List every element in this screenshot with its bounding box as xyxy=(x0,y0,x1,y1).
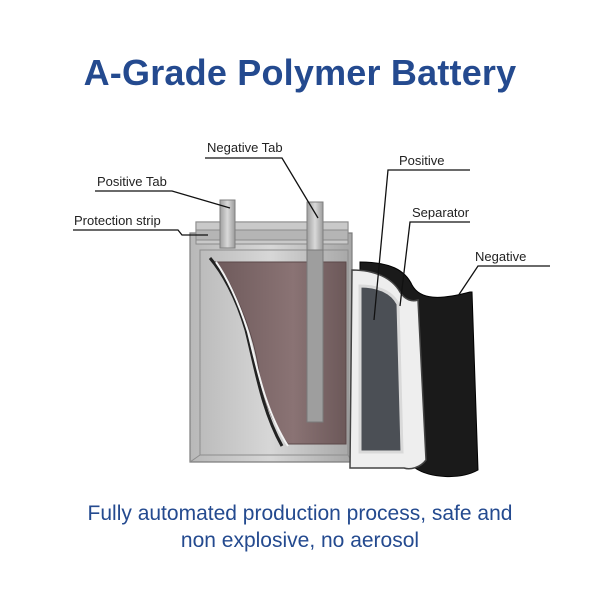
negative-tab xyxy=(306,201,324,423)
caption-line-2: non explosive, no aerosol xyxy=(180,529,420,552)
battery-diagram: Negative Tab Positive Tab Protection str… xyxy=(73,140,550,478)
caption: Fully automated production process, safe… xyxy=(0,500,600,554)
caption-line-1: Fully automated production process, safe… xyxy=(87,502,513,525)
page-title: A-Grade Polymer Battery xyxy=(83,52,517,93)
positive-tab xyxy=(219,199,236,249)
protection-strip xyxy=(195,229,349,241)
label-positive: Positive xyxy=(399,153,445,168)
positive-layer xyxy=(358,284,404,454)
label-negative: Negative xyxy=(475,249,526,264)
label-negative-tab: Negative Tab xyxy=(207,140,283,155)
label-positive-tab: Positive Tab xyxy=(97,174,167,189)
label-separator: Separator xyxy=(412,205,470,220)
leader-lines xyxy=(73,157,550,321)
label-protection-strip: Protection strip xyxy=(74,213,161,228)
